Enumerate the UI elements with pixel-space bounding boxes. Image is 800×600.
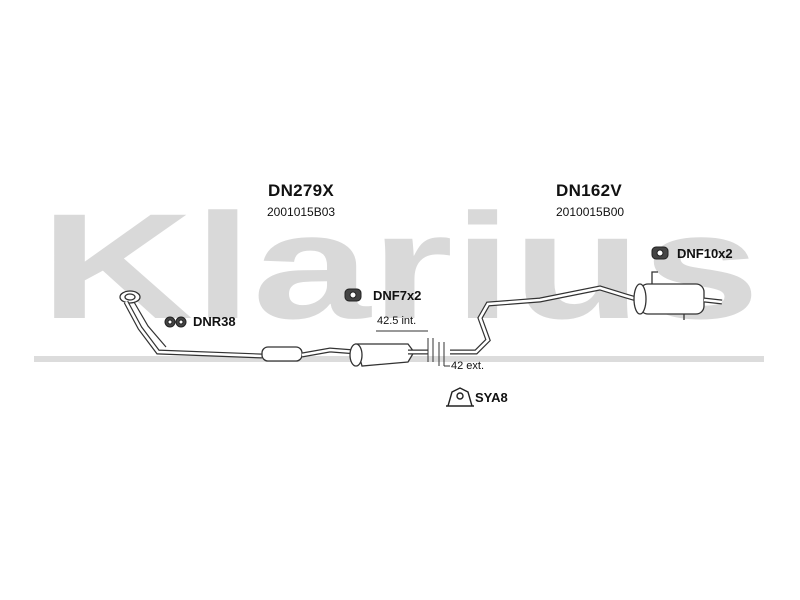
joint-markers [376, 330, 450, 367]
part-number-front: 2001015B03 [267, 205, 336, 219]
rear-silencer-end-cap [633, 283, 647, 315]
dimension-external: 42 ext. [451, 360, 485, 372]
accessory-label-dnf7x2: DNF7x2 [373, 288, 422, 303]
tail-pipe-inner [450, 286, 641, 354]
inlet-flange-hole [124, 293, 136, 301]
front-resonator [261, 346, 303, 362]
rear-silencer [639, 283, 705, 315]
part-code-front: DN279X [268, 181, 335, 200]
clamp-icon [446, 387, 474, 407]
part-number-rear: 2010015B00 [556, 205, 625, 219]
watermark-logo: Klarius [40, 182, 760, 350]
silencer-end-cap [349, 343, 363, 367]
mid-pipe-inner [301, 348, 357, 357]
rear-hanger-bracket [651, 271, 658, 284]
front-pipe-inner [124, 301, 263, 358]
accessory-label-sya8: SYA8 [475, 390, 508, 405]
dimension-internal: 42.5 int. [377, 315, 417, 327]
accessory-label-dnr38: DNR38 [193, 314, 236, 329]
accessory-label-dnf10x2: DNF10x2 [677, 246, 733, 261]
rear-outlet-inner [703, 298, 723, 304]
hanger-icon-rear [651, 246, 669, 260]
front-pipe-branch [133, 301, 167, 348]
front-pipe-section [119, 290, 428, 367]
part-code-rear: DN162V [556, 181, 623, 200]
ring-pair-icon [164, 316, 187, 328]
hanger-icon [344, 288, 362, 302]
rear-pipe-section [450, 271, 723, 355]
middle-silencer [355, 343, 415, 367]
